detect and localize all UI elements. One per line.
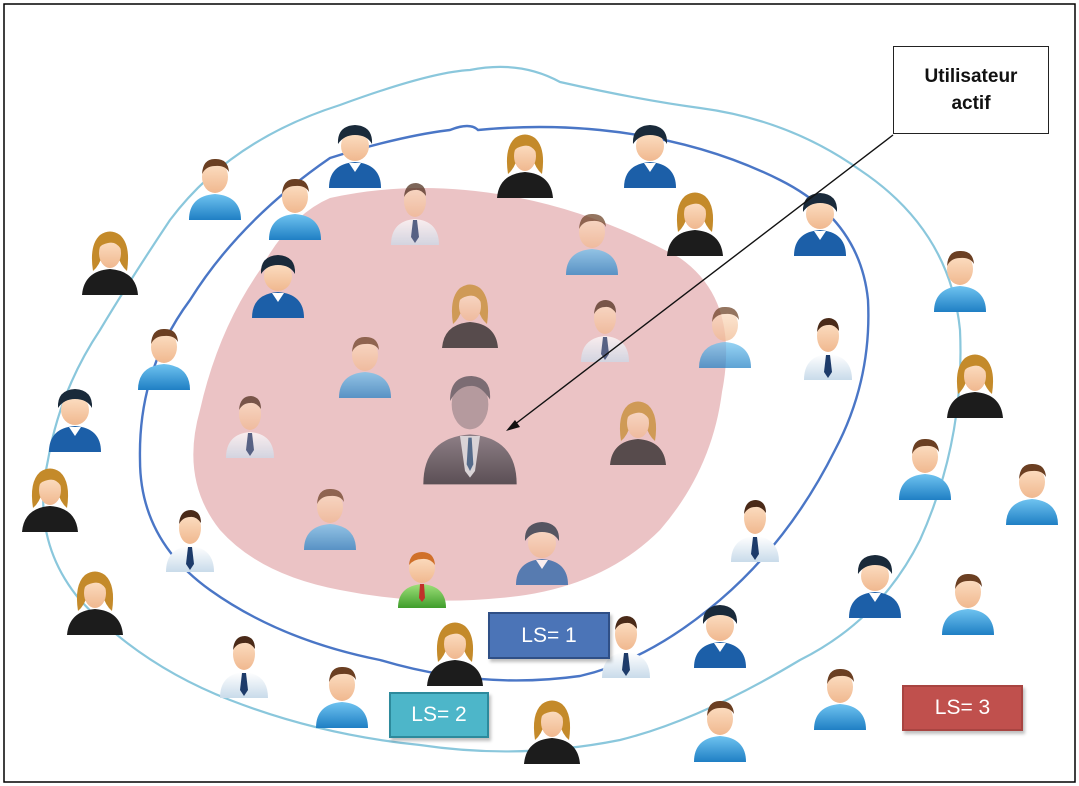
- person-icon: [667, 192, 723, 256]
- active-user-callout: Utilisateur actif: [893, 46, 1049, 134]
- person-icon: [942, 573, 994, 635]
- person-icon: [166, 510, 214, 572]
- person-icon: [22, 468, 78, 532]
- person-icon: [899, 438, 951, 500]
- person-icon: [731, 500, 779, 562]
- person-icon: [316, 666, 368, 728]
- level-label-ls3: LS= 3: [902, 685, 1023, 731]
- person-icon: [427, 622, 483, 686]
- person-icon: [82, 231, 138, 295]
- level-label-ls1: LS= 1: [488, 612, 610, 659]
- person-icon: [694, 700, 746, 762]
- callout-line-2: actif: [951, 93, 991, 114]
- level-label-ls2: LS= 2: [389, 692, 489, 738]
- ring-ls1: [138, 124, 870, 682]
- person-icon: [138, 328, 190, 390]
- callout-line-1: Utilisateur: [924, 66, 1018, 87]
- arrow-head-icon: [506, 420, 520, 431]
- person-icon: [849, 555, 901, 618]
- frame-border: [3, 3, 1076, 783]
- person-icon: [1006, 463, 1058, 525]
- callout-arrow: [509, 134, 894, 429]
- person-icon: [804, 318, 852, 380]
- person-icon: [947, 354, 1003, 418]
- person-icon: [220, 636, 268, 698]
- person-icon: [524, 700, 580, 764]
- person-icon: [497, 134, 553, 198]
- person-icon: [67, 571, 123, 635]
- person-icon: [814, 668, 866, 730]
